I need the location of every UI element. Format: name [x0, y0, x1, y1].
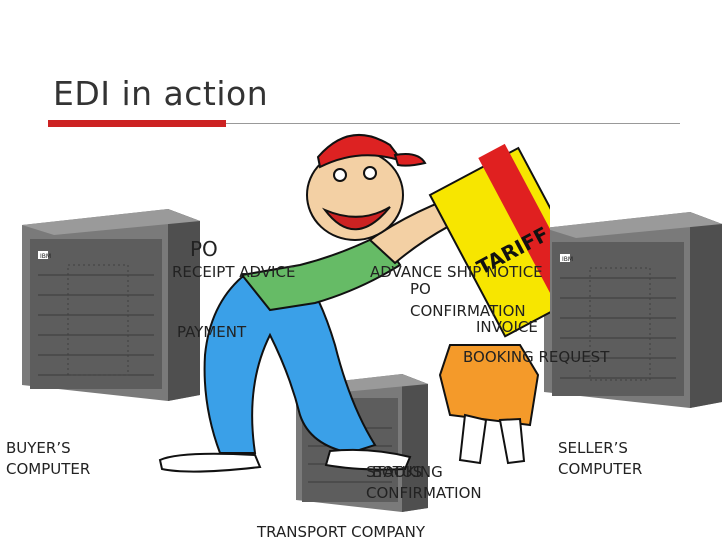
invoice-label: INVOICE: [476, 318, 538, 336]
transport-company-label: TRANSPORT COMPANY: [257, 523, 426, 541]
status-label: STATUS: [366, 463, 423, 481]
booking-request-label: BOOKING REQUEST: [463, 348, 610, 366]
seller-computer-label-line1: SELLER’S: [558, 439, 628, 457]
advance-ship-notice-label: ADVANCE SHIP NOTICE: [370, 263, 543, 281]
buyer-server-icon: IBM: [22, 209, 200, 401]
po-confirmation-label-line1: PO: [410, 280, 431, 298]
seller-server-brand: IBM: [562, 256, 573, 263]
booking-confirmation-label-line2: CONFIRMATION: [366, 484, 482, 502]
slide-title: EDI in action: [53, 74, 269, 113]
seller-server-icon: IBM: [544, 212, 722, 408]
title-divider-line: [226, 123, 680, 124]
laughing-man-illustration: TARIFF: [158, 133, 550, 473]
po-confirmation-label-line2: CONFIRMATION: [410, 302, 526, 320]
seller-computer-label-line2: COMPUTER: [558, 460, 643, 478]
buyer-computer-label-line1: BUYER’S: [6, 439, 71, 457]
receipt-advice-label: RECEIPT ADVICE: [172, 263, 296, 281]
title-accent-bar: [48, 120, 226, 127]
payment-label: PAYMENT: [177, 323, 247, 341]
buyer-server-brand: IBM: [40, 253, 51, 260]
buyer-computer-label-line2: COMPUTER: [6, 460, 91, 478]
po-label: PO: [190, 237, 218, 261]
booking-label: BOOKING: [372, 463, 443, 481]
